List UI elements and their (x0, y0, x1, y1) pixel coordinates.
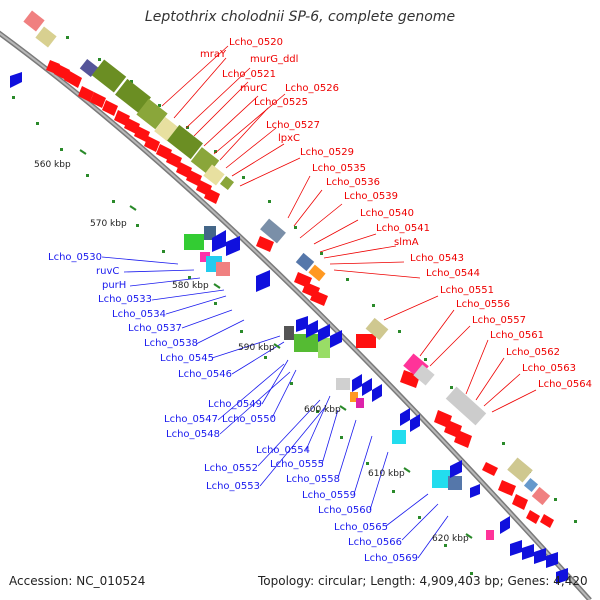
feature-track (23, 10, 235, 191)
kbp-ticks (79, 149, 473, 539)
gene-label[interactable]: Lcho_0536 (326, 177, 380, 188)
gene-label[interactable]: Lcho_0520 (229, 37, 283, 48)
gene-label[interactable]: ruvC (96, 266, 119, 277)
reverse-gene-track (10, 72, 568, 584)
gene-label[interactable]: Lcho_0526 (285, 83, 339, 94)
reverse-feature-track (184, 226, 494, 540)
gene-label[interactable]: Lcho_0559 (302, 490, 356, 501)
gene-label[interactable]: Lcho_0545 (160, 353, 214, 364)
forward-gene-track (46, 60, 554, 528)
gene-label[interactable]: Lcho_0566 (348, 537, 402, 548)
gene-block (79, 58, 99, 78)
misc-feature-track (260, 218, 551, 506)
gene-label[interactable]: Lcho_0560 (318, 505, 372, 516)
gene-label[interactable]: Lcho_0562 (506, 347, 560, 358)
gene-label[interactable]: murG_ddl (250, 54, 298, 65)
gene-label[interactable]: Lcho_0539 (344, 191, 398, 202)
gene-label[interactable]: Lcho_0537 (128, 323, 182, 334)
gene-label[interactable]: Lcho_0548 (166, 429, 220, 440)
kbp-labels: 560 kbp 570 kbp 580 kbp 590 kbp 600 kbp … (34, 160, 469, 544)
gene-labels-right: Lcho_0520 mraY murG_ddl Lcho_0521 murC L… (200, 37, 592, 390)
kbp-label: 620 kbp (432, 534, 469, 544)
gene-label[interactable]: murC (240, 83, 267, 94)
accession-text: Accession: NC_010524 (9, 574, 146, 588)
gene-label[interactable]: Lcho_0544 (426, 268, 480, 279)
kbp-label: 590 kbp (238, 343, 275, 353)
gene-label[interactable]: Lcho_0549 (208, 399, 262, 410)
kbp-label: 570 kbp (90, 219, 127, 229)
gene-label[interactable]: lpxC (278, 133, 300, 144)
gene-label[interactable]: Lcho_0538 (144, 338, 198, 349)
kbp-label: 560 kbp (34, 160, 71, 170)
gene-label[interactable]: Lcho_0533 (98, 294, 152, 305)
gene-label[interactable]: Lcho_0535 (312, 163, 366, 174)
gene-label[interactable]: Lcho_0551 (440, 285, 494, 296)
gene-label[interactable]: slmA (394, 237, 419, 248)
gene-label[interactable]: Lcho_0543 (410, 253, 464, 264)
gene-label[interactable]: Lcho_0556 (456, 299, 510, 310)
gene-label[interactable]: Lcho_0555 (270, 459, 324, 470)
gene-label[interactable]: Lcho_0546 (178, 369, 232, 380)
gene-label[interactable]: Lcho_0558 (286, 474, 340, 485)
gene-label[interactable]: Lcho_0540 (360, 208, 414, 219)
gene-label[interactable]: Lcho_0550 (222, 414, 276, 425)
gene-label[interactable]: mraY (200, 49, 227, 60)
gene-label[interactable]: purH (102, 280, 126, 291)
label-connectors-left (101, 256, 449, 559)
gene-block (35, 26, 57, 48)
gene-label[interactable]: Lcho_0527 (266, 120, 320, 131)
kbp-label: 600 kbp (304, 405, 341, 415)
gene-label[interactable]: Lcho_0541 (376, 223, 430, 234)
gene-label[interactable]: Lcho_0557 (472, 315, 526, 326)
gene-label[interactable]: Lcho_0554 (256, 445, 310, 456)
gene-label[interactable]: Lcho_0547 (164, 414, 218, 425)
topology-text: Topology: circular; Length: 4,909,403 bp… (258, 574, 588, 588)
gene-block (23, 10, 45, 32)
gene-label[interactable]: Lcho_0552 (204, 463, 258, 474)
gene-label[interactable]: Lcho_0521 (222, 69, 276, 80)
kbp-label: 580 kbp (172, 281, 209, 291)
gene-label[interactable]: Lcho_0561 (490, 330, 544, 341)
gene-label[interactable]: Lcho_0530 (48, 252, 102, 263)
gene-label[interactable]: Lcho_0534 (112, 309, 166, 320)
gene-labels-left: Lcho_0530 ruvC purH Lcho_0533 Lcho_0534 … (48, 252, 418, 564)
map-title: Leptothrix cholodnii SP-6, complete geno… (144, 9, 456, 25)
gene-label[interactable]: Lcho_0553 (206, 481, 260, 492)
gene-label[interactable]: Lcho_0569 (364, 553, 418, 564)
gene-label[interactable]: Lcho_0564 (538, 379, 592, 390)
label-connectors-right (161, 45, 537, 413)
gene-label[interactable]: Lcho_0565 (334, 522, 388, 533)
gene-label[interactable]: Lcho_0529 (300, 147, 354, 158)
gene-label[interactable]: Lcho_0563 (522, 363, 576, 374)
kbp-label: 610 kbp (368, 469, 405, 479)
gene-label[interactable]: Lcho_0525 (254, 97, 308, 108)
inner-tick-track (12, 96, 473, 575)
